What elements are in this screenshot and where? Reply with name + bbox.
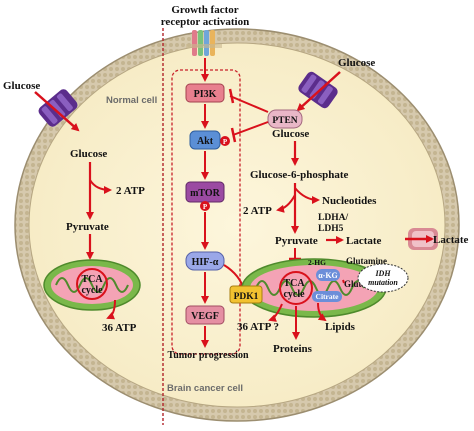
cancer-proteins: Proteins: [273, 343, 313, 355]
pten-node: [267, 109, 303, 129]
receptor-icon: [186, 30, 222, 56]
arrow-cancer-2atp: [276, 194, 296, 213]
cancer-tca-line2: cycle: [283, 289, 305, 300]
arrow-tca-36atp: [268, 303, 283, 322]
akt-node: [189, 130, 221, 150]
pten-label: PTEN: [272, 116, 297, 126]
cancer-pyruvate: Pyruvate: [275, 235, 318, 247]
hif-node: [185, 251, 225, 271]
cancer-36atp: 36 ATP ?: [237, 321, 279, 333]
cancer-idh-line2: mutation: [368, 278, 398, 287]
pi3k-label: PI3K: [194, 89, 217, 100]
inhibit-pten-pi3k: [229, 95, 269, 113]
cancer-tca-line1: TCA: [283, 278, 305, 289]
cancer-ldha-line2: LDH5: [318, 224, 344, 234]
pdk1-label: PDK1: [234, 292, 259, 302]
mtor-phospho-label: P: [203, 203, 208, 211]
inhibit-pten-akt-bar: [230, 127, 237, 143]
arrow-glutamate-akg: [342, 279, 345, 284]
cancer-citrate: Citrate: [316, 292, 340, 301]
akt-label: Akt: [197, 136, 214, 147]
cancer-glucose: Glucose: [272, 128, 309, 140]
cancer-idh-line1: IDH: [374, 269, 391, 278]
header-line2: receptor activation: [161, 16, 249, 28]
cancer-2hg: 2-HG: [308, 258, 326, 267]
cancer-akg: α-KG: [318, 271, 338, 280]
arrow-citrate-lipids: [317, 302, 327, 322]
pi3k-node: [185, 83, 225, 103]
akg-node: [316, 269, 340, 281]
normal-tca-line2: cycle: [81, 285, 103, 296]
cancer-ldha-line1: LDHA/: [318, 213, 348, 223]
mtor-label: mTOR: [190, 188, 221, 199]
vegf-node: [185, 305, 225, 325]
idh-mutation-badge: [357, 263, 409, 293]
glucose-transporter-left-icon: [38, 89, 78, 127]
arrow-normal-2atp: [89, 179, 112, 194]
normal-2atp: 2 ATP: [116, 185, 145, 197]
akt-phospho-label: P: [223, 138, 228, 146]
normal-mitochondrion-icon: [43, 259, 141, 311]
arrow-glucose-right-in: [296, 71, 341, 112]
inhibit-pten-pi3k-bar: [228, 88, 235, 104]
cancer-g6p: Glucose-6-phosphate: [250, 169, 349, 181]
inhibit-pten-akt: [232, 121, 269, 136]
arrow-glucose-left-in: [34, 91, 80, 132]
glucose-right-outside: Glucose: [338, 57, 375, 69]
cell-cytoplasm: [28, 42, 446, 408]
hif-label: HIF-α: [192, 257, 219, 268]
brain-cancer-cell-caption: Brain cancer cell: [167, 383, 243, 394]
tumor-progression: Tumor progression: [167, 350, 248, 361]
citrate-node: [312, 291, 342, 302]
header-line1: Growth factor: [171, 4, 238, 16]
cancer-glutamine: Glutamine: [346, 256, 387, 266]
cancer-nucleotides: Nucleotides: [322, 195, 377, 207]
normal-pyruvate: Pyruvate: [66, 221, 109, 233]
normal-cell-caption: Normal cell: [106, 95, 157, 106]
glucose-transporter-right-icon: [298, 71, 338, 109]
glucose-left-outside: Glucose: [3, 80, 40, 92]
lactate-outside: Lactate: [433, 234, 469, 246]
arrow-normal-36atp: [106, 299, 116, 320]
normal-36atp: 36 ATP: [102, 322, 137, 334]
pdk1-node: [229, 285, 263, 304]
akt-phospho-icon: [220, 136, 230, 146]
cancer-lactate: Lactate: [346, 235, 382, 247]
normal-glucose: Glucose: [70, 148, 107, 160]
cancer-mitochondrion-icon: [241, 258, 387, 318]
cancer-2atp: 2 ATP: [243, 205, 272, 217]
vegf-label: VEGF: [191, 311, 219, 322]
mtor-phospho-icon: [200, 201, 210, 211]
normal-tca-line1: TCA: [81, 274, 103, 285]
cancer-lipids: Lipids: [325, 321, 356, 333]
arrow-cancer-nucleotides: [294, 187, 320, 204]
